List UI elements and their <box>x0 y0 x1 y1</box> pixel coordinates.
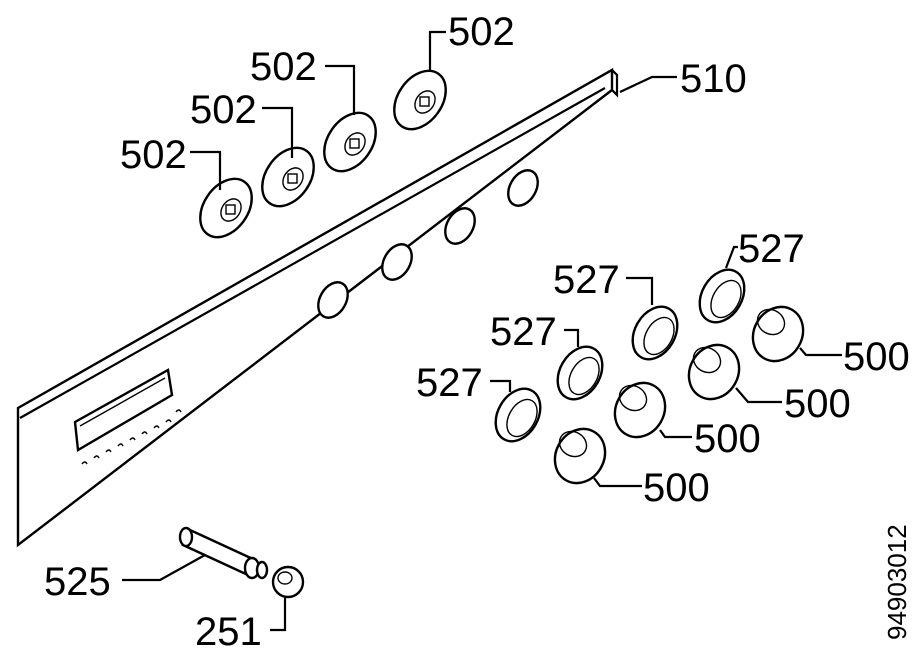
knob-hole-3 <box>444 207 476 245</box>
label-510: 510 <box>680 57 747 101</box>
indicator-dots <box>81 409 182 465</box>
label-500-2: 500 <box>694 417 761 461</box>
control-panel <box>16 67 619 548</box>
label-527-2: 527 <box>490 310 557 354</box>
knob-hole-1 <box>317 281 349 319</box>
knob-hole-2 <box>381 243 413 281</box>
ring-527-1 <box>494 387 542 443</box>
label-500-1: 500 <box>643 466 710 510</box>
ring-527-2 <box>556 345 604 401</box>
label-251: 251 <box>195 610 262 654</box>
document-number: 94903012 <box>882 524 912 640</box>
ring-527-3 <box>631 305 679 361</box>
shaft-525 <box>178 526 269 580</box>
knob-hole-4 <box>507 169 539 207</box>
label-525: 525 <box>44 560 111 604</box>
label-500-4: 500 <box>843 335 910 379</box>
label-502-4: 502 <box>448 10 515 54</box>
label-502-1: 502 <box>120 133 187 177</box>
label-502-2: 502 <box>190 88 257 132</box>
label-502-3: 502 <box>250 45 317 89</box>
knob-500-4 <box>751 305 805 363</box>
leader-lines <box>122 30 842 632</box>
ring-527-4 <box>698 268 746 324</box>
seal-502-4 <box>393 69 447 131</box>
seal-502-3 <box>323 111 377 173</box>
label-527-3: 527 <box>553 258 620 302</box>
knob-500-2 <box>613 381 667 439</box>
label-527-4: 527 <box>738 227 805 271</box>
seal-502-1 <box>199 177 253 239</box>
display-window <box>73 368 174 452</box>
knob-500-1 <box>553 427 607 485</box>
button-251 <box>271 565 305 599</box>
label-500-3: 500 <box>784 382 851 426</box>
seal-502-2 <box>261 146 315 208</box>
label-527-1: 527 <box>416 361 483 405</box>
knob-500-3 <box>687 343 741 401</box>
